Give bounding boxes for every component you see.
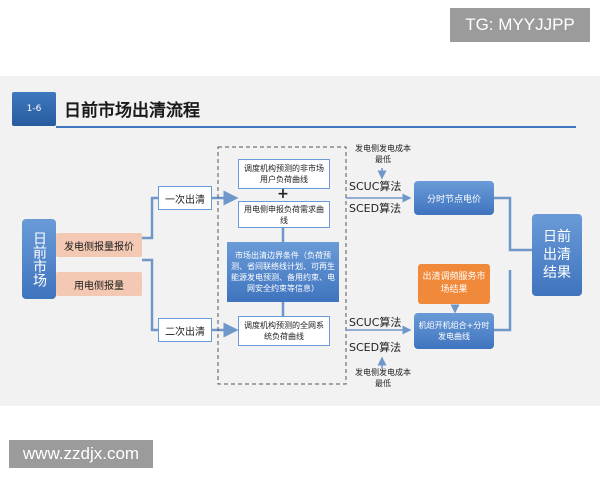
demand-curve-box: 用电侧申报负荷需求曲线 [238,201,330,228]
scuc-label-top: SCUC算法 [349,180,402,193]
market-node: 日前市场 [22,219,56,299]
unit-commitment-box: 机组开机组合+分时发电曲线 [414,313,494,349]
nodal-price-box: 分时节点电价 [414,181,494,215]
gen-bid-box: 发电侧报量报价 [56,233,142,257]
first-clearing-box: 一次出清 [158,186,212,210]
ancillary-market-box: 出清调频服务市场结果 [418,264,490,304]
title-underline [56,126,576,128]
cost-note-top: 发电侧发电成本最低 [355,144,411,164]
cost-note-bottom: 发电侧发电成本最低 [355,368,411,388]
load-bid-box: 用电侧报量 [56,272,142,296]
boundary-conditions-box: 市场出清边界条件（负荷预测、省间联络线计划、可再生能源发电预测、备用约束、电网安… [227,242,339,302]
nonmarket-load-forecast-box: 调度机构预测的非市场用户负荷曲线 [238,159,330,189]
sced-label-bottom: SCED算法 [349,341,402,354]
sced-label-top: SCED算法 [349,202,402,215]
channel-tag: TG: MYYJJPP [450,8,590,42]
section-badge: 1-6 [12,92,56,126]
site-watermark: www.zzdjx.com [9,440,153,468]
system-load-forecast-box: 调度机构预测的全网系统负荷曲线 [238,316,330,346]
result-node: 日前出清结果 [532,214,582,296]
diagram-title: 日前市场出清流程 [64,101,200,121]
second-clearing-box: 二次出清 [158,318,212,342]
scuc-label-bottom: SCUC算法 [349,316,402,329]
plus-sign: + [277,186,289,202]
